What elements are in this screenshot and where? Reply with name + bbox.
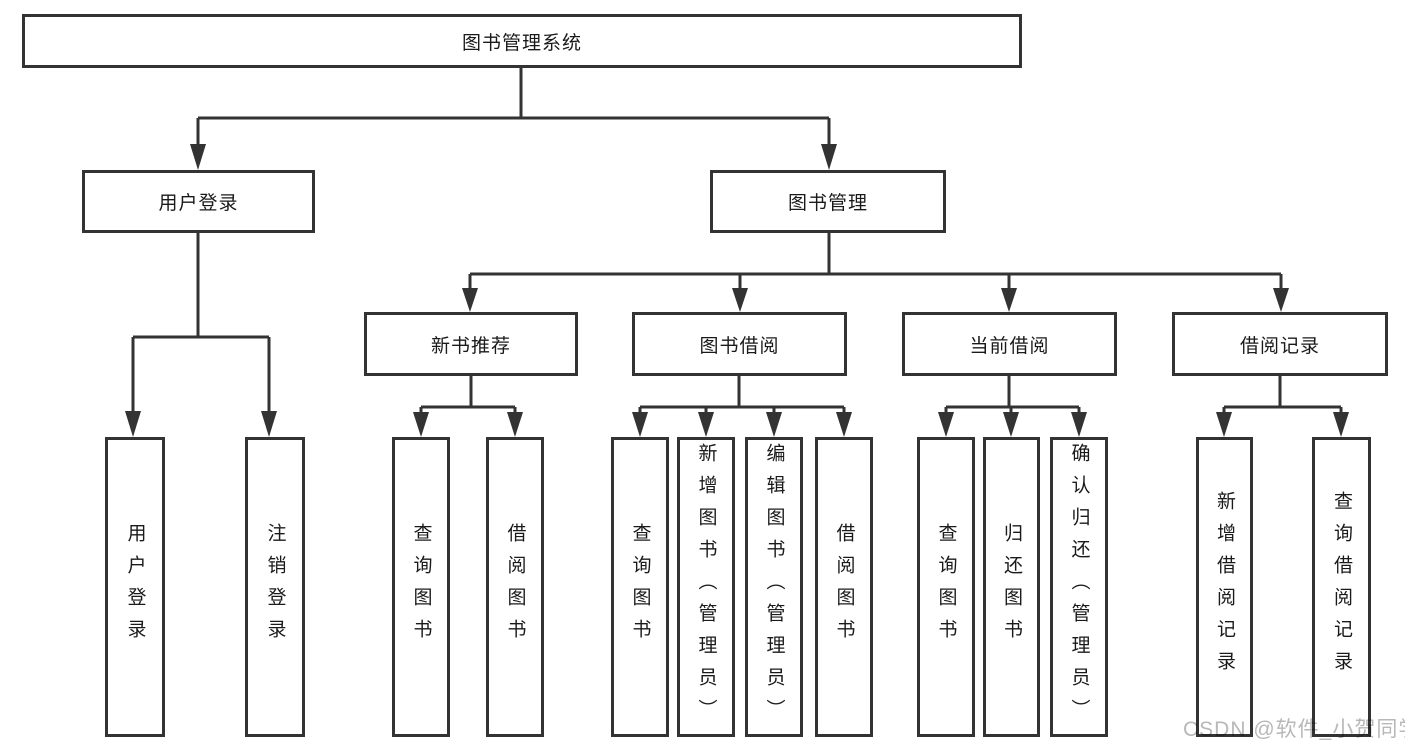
leaf-query-borrow-record: 查询借阅记录	[1312, 437, 1371, 737]
arrowhead-confirm-return	[1071, 412, 1087, 437]
leaf-query-books-2-label: 查询图书	[629, 523, 651, 651]
leaf-user-login-label: 用户登录	[124, 523, 146, 651]
arrowhead-borrow-books-2	[836, 412, 852, 437]
node-current-borrow-label: 当前借阅	[969, 335, 1050, 357]
leaf-add-book-admin: 新增图书（管理员）	[677, 437, 735, 737]
leaf-borrow-books-2-label: 借阅图书	[833, 523, 855, 651]
connector-root-branch	[196, 68, 831, 146]
node-book-borrow-label: 图书借阅	[699, 335, 780, 357]
node-library-system-label: 图书管理系统	[461, 32, 582, 54]
leaf-query-books-2: 查询图书	[611, 437, 669, 737]
leaf-query-books-3: 查询图书	[917, 437, 975, 737]
node-book-borrow: 图书借阅	[632, 312, 847, 376]
arrowhead-add-book	[698, 412, 714, 437]
arrowhead-new-book-recommend	[462, 288, 478, 312]
leaf-borrow-books-1-label: 借阅图书	[504, 523, 526, 651]
leaf-query-books-3-label: 查询图书	[935, 523, 957, 651]
leaf-return-book: 归还图书	[983, 437, 1040, 737]
arrowhead-return-book	[1003, 412, 1019, 437]
leaf-confirm-return-admin-label: 确认归还（管理员）	[1068, 443, 1090, 731]
arrowhead-leaf-logout	[261, 411, 277, 437]
arrowhead-edit-book	[766, 412, 782, 437]
leaf-add-borrow-record: 新增借阅记录	[1196, 437, 1253, 737]
connector-book-borrow-branch	[638, 376, 846, 413]
leaf-logout: 注销登录	[245, 437, 305, 737]
leaf-edit-book-admin: 编辑图书（管理员）	[745, 437, 803, 737]
node-book-management: 图书管理	[710, 170, 946, 233]
leaf-logout-label: 注销登录	[264, 523, 286, 651]
arrowhead-query-books-2	[632, 412, 648, 437]
node-user-login: 用户登录	[82, 170, 315, 233]
leaf-query-books-1: 查询图书	[392, 437, 450, 737]
arrowhead-current-borrow	[1001, 288, 1017, 312]
arrowhead-borrow-records	[1273, 288, 1289, 312]
node-new-book-recommend: 新书推荐	[364, 312, 578, 376]
node-book-management-label: 图书管理	[787, 193, 868, 214]
connector-new-book-branch	[419, 376, 517, 413]
connector-borrow-records-branch	[1222, 376, 1343, 413]
arrowhead-leaf-user-login	[125, 411, 141, 437]
arrowhead-query-books-3	[938, 412, 954, 437]
csdn-watermark: CSDN @软件_小贺同学	[1183, 718, 1405, 741]
leaf-query-books-1-label: 查询图书	[410, 523, 432, 651]
node-library-system: 图书管理系统	[22, 14, 1022, 68]
leaf-user-login: 用户登录	[105, 437, 165, 737]
connector-book-management-branch	[468, 233, 1283, 289]
arrowhead-query-borrow-record	[1333, 412, 1349, 437]
node-new-book-recommend-label: 新书推荐	[430, 335, 511, 357]
arrowhead-book-management	[821, 144, 837, 170]
node-borrow-records: 借阅记录	[1172, 312, 1388, 376]
leaf-query-borrow-record-label: 查询借阅记录	[1331, 491, 1352, 683]
leaf-borrow-books-2: 借阅图书	[815, 437, 873, 737]
connector-current-borrow-branch	[944, 376, 1081, 413]
node-current-borrow: 当前借阅	[902, 312, 1117, 376]
leaf-return-book-label: 归还图书	[1001, 523, 1022, 651]
node-user-login-label: 用户登录	[158, 193, 239, 214]
arrowhead-query-books-1	[413, 412, 429, 437]
node-borrow-records-label: 借阅记录	[1239, 335, 1320, 357]
leaf-confirm-return-admin: 确认归还（管理员）	[1050, 437, 1108, 737]
arrowhead-add-borrow-record	[1216, 412, 1232, 437]
leaf-add-borrow-record-label: 新增借阅记录	[1214, 491, 1235, 683]
arrowhead-user-login	[190, 144, 206, 170]
leaf-borrow-books-1: 借阅图书	[486, 437, 544, 737]
connector-user-login-branch	[131, 233, 271, 413]
leaf-add-book-admin-label: 新增图书（管理员）	[695, 443, 717, 731]
leaf-edit-book-admin-label: 编辑图书（管理员）	[763, 443, 785, 731]
arrowhead-borrow-books-1	[507, 412, 523, 437]
arrowhead-book-borrow	[732, 288, 748, 312]
